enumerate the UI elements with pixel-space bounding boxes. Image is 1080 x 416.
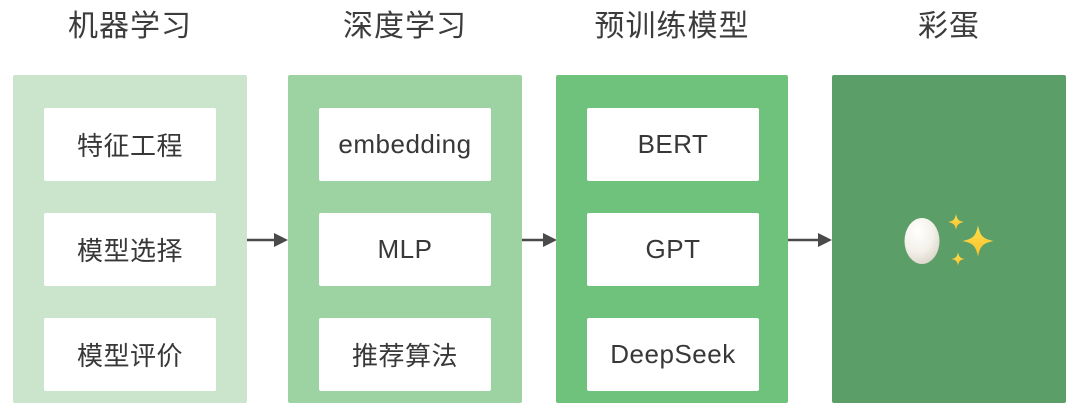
column-deep-learning: embedding MLP 推荐算法 — [288, 75, 522, 403]
column-machine-learning: 特征工程 模型选择 模型评价 — [13, 75, 247, 403]
column-title-pretrained-models: 预训练模型 — [594, 10, 750, 43]
item-label: embedding — [338, 129, 472, 159]
item-label: DeepSeek — [610, 339, 736, 369]
item-box-deepseek: DeepSeek — [587, 318, 759, 391]
flow-arrow-icon — [522, 233, 557, 247]
item-box-mlp: MLP — [319, 213, 491, 286]
item-label: 特征工程 — [76, 131, 183, 161]
flow-arrow-icon — [788, 233, 832, 247]
item-label: 模型选择 — [76, 236, 183, 266]
egg-icon — [904, 218, 940, 264]
column-easter-egg — [832, 75, 1066, 403]
item-label: MLP — [377, 234, 433, 264]
egg-and-sparkles-graphic — [904, 214, 994, 266]
item-box-recommendation-algorithm: 推荐算法 — [319, 318, 491, 391]
item-label: 模型评价 — [76, 341, 183, 371]
item-box-gpt: GPT — [587, 213, 759, 286]
sparkles-icon — [948, 214, 994, 266]
item-box-embedding: embedding — [319, 108, 491, 181]
column-title-deep-learning: 深度学习 — [343, 10, 467, 43]
item-label: BERT — [637, 129, 709, 159]
item-label: 推荐算法 — [351, 341, 458, 371]
flow-arrow-icon — [247, 233, 288, 247]
item-box-feature-engineering: 特征工程 — [44, 108, 216, 181]
item-box-model-evaluation: 模型评价 — [44, 318, 216, 391]
item-box-bert: BERT — [587, 108, 759, 181]
item-label: GPT — [645, 234, 701, 264]
column-pretrained-models: BERT GPT DeepSeek — [556, 75, 788, 403]
item-box-model-selection: 模型选择 — [44, 213, 216, 286]
column-title-machine-learning: 机器学习 — [68, 10, 192, 43]
column-title-easter-egg: 彩蛋 — [918, 10, 980, 43]
